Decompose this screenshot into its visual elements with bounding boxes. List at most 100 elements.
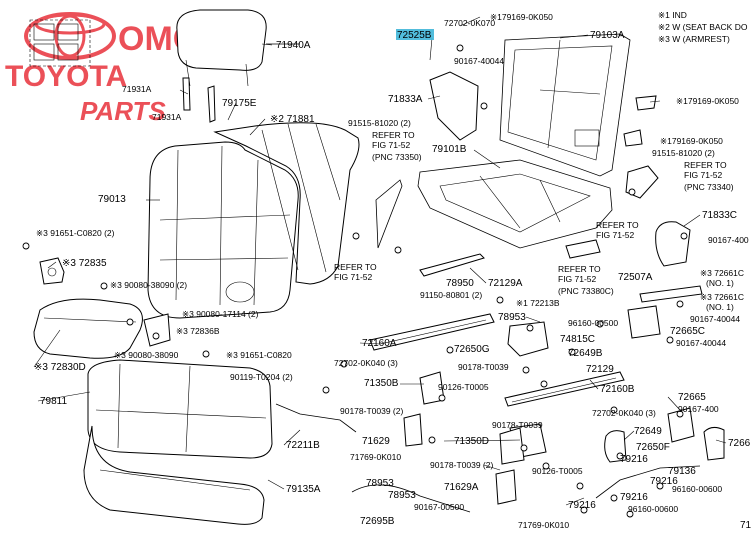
seat-rail-right — [504, 371, 625, 407]
bolt-icon — [322, 386, 330, 394]
bolt-icon — [542, 462, 550, 470]
part-label: ※179169-0K050 — [676, 96, 739, 106]
bolt-icon — [626, 510, 634, 518]
hinge-71350D — [499, 427, 525, 465]
cable-72211B — [275, 403, 357, 433]
watermark-line2: TOYOTA — [5, 60, 127, 93]
part-label: ※3 72836B — [176, 326, 220, 336]
leader-line — [469, 267, 487, 284]
leader-line — [443, 439, 521, 442]
bolt-icon — [202, 350, 210, 358]
leader-line — [525, 316, 541, 323]
part-label: ※3 90080-38090 (2) — [110, 280, 187, 290]
leader-line — [179, 89, 189, 95]
side-trim — [429, 71, 479, 141]
armrest-bracket — [39, 257, 65, 285]
leader-line — [589, 379, 599, 390]
part-label: 90167-40044 — [690, 314, 740, 324]
part-label: FIG 71-52 — [684, 170, 723, 180]
part-label: 71629A — [444, 482, 479, 493]
part-label: 79136 — [668, 466, 696, 477]
bolt-icon — [540, 380, 548, 388]
leader-line — [33, 329, 61, 368]
part-label: 78950 — [446, 278, 474, 289]
part-label: 90167-400 — [678, 404, 719, 414]
bolt-icon — [656, 482, 664, 490]
part-label: 79216 — [650, 476, 678, 487]
part-label: 71931A — [152, 112, 182, 122]
part-label: 90178-T0039 (2) — [430, 460, 493, 470]
bolt-icon — [520, 444, 528, 452]
part-label: 91515-81020 (2) — [348, 118, 411, 128]
part-label: 71833C — [702, 210, 737, 221]
bolt-icon — [352, 232, 360, 240]
part-label: 72665 — [678, 392, 706, 403]
part-label: 90126-T0005 — [438, 382, 489, 392]
part-label: 71769-0K010 — [518, 520, 569, 530]
part-label: 71 — [740, 520, 752, 531]
part-label: 91515-81020 (2) — [652, 148, 715, 158]
leader-line — [565, 497, 585, 506]
bolt-icon — [22, 242, 30, 250]
headrest-guides — [182, 77, 216, 123]
part-label: ※1 72213B — [516, 298, 560, 308]
part-label: REFER TO — [596, 220, 639, 230]
part-label: 79103A — [590, 30, 625, 41]
bolt-icon — [610, 494, 618, 502]
fasteners — [22, 44, 688, 518]
part-label: 90178-T0039 — [458, 362, 509, 372]
part-label: REFER TO — [372, 130, 415, 140]
watermark-logo: OMC TOYOTA PARTS — [5, 12, 197, 126]
part-label: 79216 — [620, 492, 648, 503]
part-label: 79216 — [620, 454, 648, 465]
part-label: 96160-00600 — [672, 484, 722, 494]
bolt-icon — [676, 410, 684, 418]
part-label: 74815C — [560, 334, 595, 345]
part-label: 72507A — [618, 272, 653, 283]
leader-line — [483, 464, 501, 471]
part-label: (PNC 73340) — [684, 182, 734, 192]
part-label: 72695B — [360, 516, 395, 527]
part-label: ※3 91651-C0820 — [226, 350, 292, 360]
lever-78950 — [419, 253, 485, 277]
part-label: 71350B — [364, 378, 399, 389]
part-label: 72702-0K070 — [444, 18, 495, 28]
part-label: 72702-0K040 (3) — [334, 358, 398, 368]
part-label: ※3 90080-38090 — [114, 350, 179, 360]
part-label: FIG 71-52 — [334, 272, 373, 282]
bracket-71629A — [495, 469, 517, 505]
part-label: 90167-00500 — [414, 502, 464, 512]
part-label: REFER TO — [334, 262, 377, 272]
legend-item-2: ※2 W (SEAT BACK DO — [658, 22, 748, 32]
part-label: 72129A — [488, 278, 523, 289]
legend-item-1: ※1 IND — [658, 10, 687, 20]
part-label: REFER TO — [684, 160, 727, 170]
part-label: ※3 72830D — [34, 362, 86, 373]
link-rod — [375, 179, 403, 249]
part-label: 72129 — [586, 364, 614, 375]
leader-line — [267, 479, 285, 490]
bolt-icon — [456, 44, 464, 52]
part-label: 72160A — [362, 338, 397, 349]
part-label: ※3 90080-17114 (2) — [182, 309, 259, 319]
bolt-icon — [480, 102, 488, 110]
cover-72665C — [627, 305, 661, 339]
bracket-71629 — [403, 413, 423, 447]
part-label: 79811 — [40, 396, 68, 407]
part-label: (PNC 73380C) — [558, 286, 614, 296]
bolt-icon — [126, 318, 134, 326]
bolt-icon — [680, 232, 688, 240]
part-label: 79135A — [286, 484, 321, 495]
part-label: ※179169-0K050 — [490, 12, 553, 22]
part-label: 72650G — [454, 344, 490, 355]
leader-line — [429, 37, 433, 61]
bolt-icon — [610, 406, 618, 414]
part-label: FIG 71-52 — [596, 230, 635, 240]
part-label: ※3 72835 — [62, 258, 107, 269]
part-label: 71940A — [276, 40, 311, 51]
part-label: 91150-80801 (2) — [420, 290, 482, 300]
part-label: 78953 — [388, 490, 416, 501]
bolt-icon — [522, 366, 530, 374]
bolt-icon — [496, 296, 504, 304]
